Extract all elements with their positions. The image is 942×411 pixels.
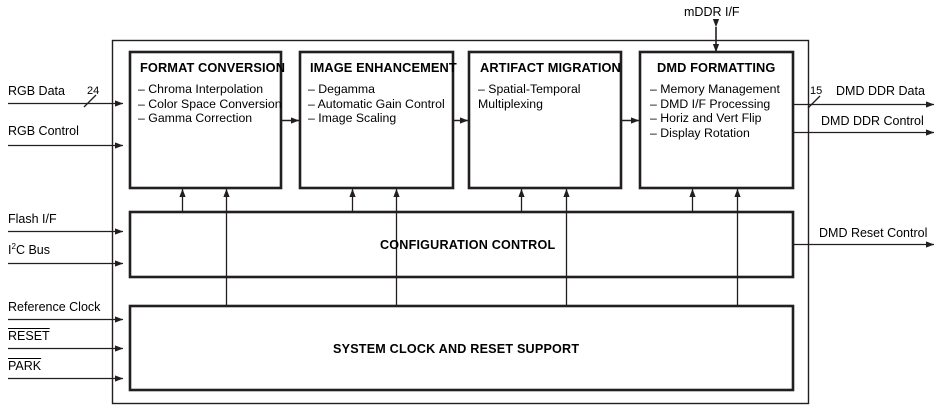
output-label-dmd-reset-control: DMD Reset Control — [819, 226, 928, 240]
output-label-dmd-ddr-control: DMD DDR Control — [821, 114, 924, 128]
block-item: – Automatic Gain Control — [308, 96, 445, 111]
chip-outline — [111, 39, 810, 405]
input-label-rgb-control: RGB Control — [8, 124, 79, 138]
input-label-i2c-bus: I2C Bus — [8, 241, 50, 257]
bar-title-configuration-control: CONFIGURATION CONTROL — [380, 238, 556, 252]
input-label-rgb-data: RGB Data — [8, 84, 65, 98]
input-label-park: PARK — [8, 359, 42, 373]
bus-width-dmd-ddr-data: 15 — [810, 85, 823, 97]
bar-title-system-clock-reset-support: SYSTEM CLOCK AND RESET SUPPORT — [333, 342, 580, 356]
block-item: – Degamma — [308, 82, 375, 96]
block-title-image-enhancement: IMAGE ENHANCEMENT — [310, 60, 457, 75]
block-item: – Spatial-Temporal — [478, 82, 581, 96]
block-format-conversion-outline[interactable] — [128, 50, 283, 190]
block-items-artifact-migration: – Spatial-Temporal Multiplexing — [478, 82, 581, 111]
block-item: – Chroma Interpolation — [138, 82, 264, 96]
block-dmd-formatting-outline[interactable] — [638, 50, 795, 190]
block-title-format-conversion: FORMAT CONVERSION — [140, 60, 286, 75]
i2c-label-post: C Bus — [15, 243, 50, 257]
block-item: – Color Space Conversion — [138, 96, 282, 111]
block-item: – Memory Management — [650, 82, 780, 96]
block-item: – Display Rotation — [650, 125, 750, 140]
output-label-dmd-ddr-data: DMD DDR Data — [836, 84, 925, 98]
block-title-artifact-migration: ARTIFACT MIGRATION — [480, 60, 621, 75]
block-items-format-conversion: – Chroma Interpolation – Color Space Con… — [138, 82, 282, 126]
bar-system-clock-reset-outline[interactable] — [128, 304, 795, 392]
input-label-reference-clock: Reference Clock — [8, 300, 101, 314]
block-image-enhancement-outline[interactable] — [298, 50, 455, 190]
block-items-image-enhancement: – Degamma – Automatic Gain Control – Ima… — [308, 82, 445, 126]
bus-slash-rgb-data — [83, 94, 97, 108]
bar-configuration-control-outline[interactable] — [128, 210, 795, 279]
input-label-flash-if: Flash I/F — [8, 212, 57, 226]
i2c-label-pre: I — [8, 243, 12, 257]
block-item: – Gamma Correction — [138, 111, 253, 126]
block-item: – Horiz and Vert Flip — [650, 111, 762, 126]
bus-width-rgb-data: 24 — [87, 85, 100, 97]
block-items-dmd-formatting: – Memory Management – DMD I/F Processing… — [650, 82, 780, 140]
block-item: – Image Scaling — [308, 111, 397, 126]
input-label-reset: RESET — [8, 329, 50, 343]
bus-slash-dmd-ddr-data — [807, 95, 821, 109]
block-item: – DMD I/F Processing — [650, 96, 771, 111]
block-item: Multiplexing — [478, 96, 543, 111]
block-title-dmd-formatting: DMD FORMATTING — [657, 60, 776, 75]
bidirectional-label-mddr-if: mDDR I/F — [684, 5, 740, 19]
i2c-label-superscript: 2 — [11, 241, 16, 251]
